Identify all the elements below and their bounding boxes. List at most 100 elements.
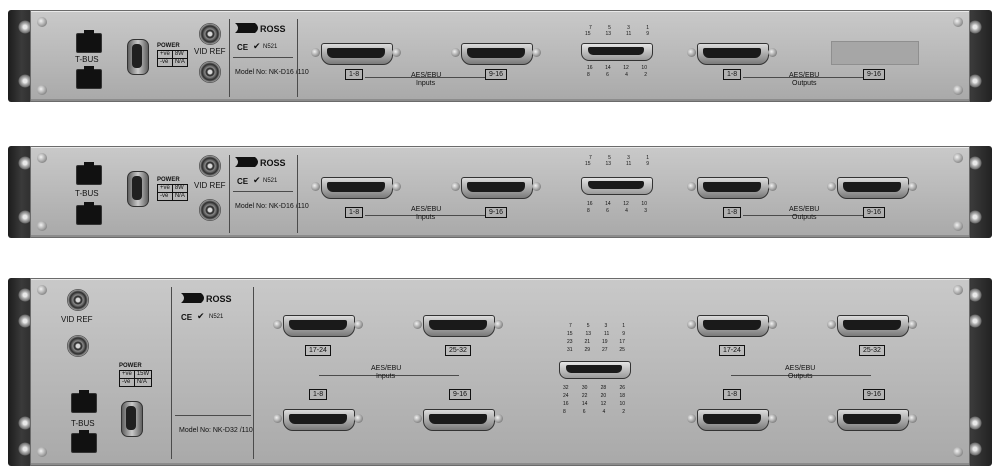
- mounting-hole: [968, 416, 982, 430]
- mounting-hole: [18, 288, 32, 302]
- ce-mark: CE: [237, 177, 249, 186]
- range-label: 1-8: [723, 207, 742, 218]
- pin-label: 4: [602, 409, 606, 415]
- vidref-bnc-top[interactable]: [199, 23, 221, 45]
- aes-output-1-8-connector[interactable]: [687, 43, 777, 65]
- tbus-label: T-BUS: [75, 189, 99, 198]
- check-icon: ✔: [197, 311, 205, 321]
- pin-label: 7: [589, 155, 592, 161]
- aes-output-1-8-connector[interactable]: [687, 177, 777, 199]
- power-watt: 15W: [133, 370, 153, 379]
- aes-inputs-title: AES/EBU: [371, 365, 402, 372]
- pin-label: 11: [626, 31, 632, 37]
- vidref-bnc-top[interactable]: [67, 289, 89, 311]
- aes-inputs-sub: Inputs: [376, 373, 396, 380]
- power-neg: -ve: [157, 192, 173, 201]
- panel-screw: [953, 447, 963, 457]
- vidref-bnc-bottom[interactable]: [67, 335, 89, 357]
- aes-output-17-24-connector[interactable]: [687, 315, 777, 337]
- pin-label: 17: [619, 339, 625, 345]
- pin-label: 20: [600, 393, 607, 399]
- pin-label: 10: [641, 201, 647, 207]
- tbus-port-top[interactable]: [71, 390, 97, 413]
- panel-screw: [37, 17, 47, 27]
- panel-screw: [953, 85, 963, 95]
- db9-serial-port[interactable]: [127, 171, 149, 207]
- mounting-hole: [18, 416, 32, 430]
- power-na: N/A: [171, 58, 188, 67]
- pin-label: 14: [605, 65, 611, 71]
- n521-mark: N521: [263, 178, 278, 184]
- pin-label: 8: [587, 208, 590, 214]
- power-na: N/A: [171, 192, 188, 201]
- pin-label: 23: [567, 339, 573, 345]
- range-label: 1-8: [309, 389, 328, 400]
- pin-label: 9: [646, 31, 649, 37]
- tbus-port-top[interactable]: [76, 30, 102, 53]
- aes-output-9-16-connector[interactable]: [827, 409, 917, 431]
- pin-label: 3: [644, 208, 647, 214]
- aes-inputs-title: AES/EBU: [411, 206, 442, 213]
- aes-input-17-24-connector[interactable]: [273, 315, 363, 337]
- power-watt: 8W: [171, 184, 188, 193]
- aes-input-1-8-connector[interactable]: [311, 43, 401, 65]
- pin-label: 15: [585, 161, 591, 167]
- divider: [297, 19, 298, 97]
- power-pos: +ve: [157, 184, 173, 193]
- aes-input-9-16-connector[interactable]: [413, 409, 503, 431]
- ce-mark: CE: [237, 43, 249, 52]
- blank-plate: [831, 41, 919, 65]
- pin-label: 9: [622, 331, 625, 337]
- tbus-port-bottom[interactable]: [76, 202, 102, 225]
- aes-input-1-8-connector[interactable]: [311, 177, 401, 199]
- range-label: 9-16: [485, 207, 508, 218]
- db9-serial-port[interactable]: [121, 401, 143, 437]
- range-label: 17-24: [305, 345, 331, 356]
- db9-serial-port[interactable]: [127, 39, 149, 75]
- pin-label: 32: [563, 385, 569, 391]
- pin-label: 16: [563, 401, 569, 407]
- vidref-bnc-bottom[interactable]: [199, 61, 221, 83]
- divider: [253, 287, 254, 459]
- aes-input-9-16-connector[interactable]: [451, 43, 541, 65]
- aes-input-25-32-connector[interactable]: [413, 315, 503, 337]
- pin-label: 15: [567, 331, 573, 337]
- aes-output-1-8-connector[interactable]: [687, 409, 777, 431]
- mounting-hole: [18, 156, 32, 170]
- vidref-bnc-bottom[interactable]: [199, 199, 221, 221]
- pin-label: 1: [646, 155, 649, 161]
- pin-label: 8: [587, 72, 590, 78]
- aes-input-1-8-connector[interactable]: [273, 409, 363, 431]
- tbus-port-bottom[interactable]: [76, 66, 102, 89]
- n521-mark: N521: [209, 314, 224, 320]
- mounting-hole: [968, 20, 982, 34]
- tbus-port-top[interactable]: [76, 162, 102, 185]
- pinout-connector: [581, 177, 653, 195]
- pin-label: 5: [586, 323, 590, 329]
- power-title: POWER: [119, 363, 142, 369]
- aes-input-9-16-connector[interactable]: [451, 177, 541, 199]
- check-icon: ✔: [253, 175, 261, 185]
- pin-label: 1: [622, 323, 625, 329]
- pin-label: 29: [584, 347, 591, 353]
- divider: [731, 375, 871, 376]
- pin-label: 2: [622, 409, 625, 415]
- aes-output-25-32-connector[interactable]: [827, 315, 917, 337]
- panel-screw: [37, 285, 47, 295]
- pin-label: 6: [582, 409, 586, 415]
- tbus-label: T-BUS: [71, 419, 95, 428]
- panel-screw: [37, 447, 47, 457]
- pin-label: 16: [587, 65, 593, 71]
- mounting-hole: [968, 288, 982, 302]
- vidref-bnc-top[interactable]: [199, 155, 221, 177]
- tbus-port-bottom[interactable]: [71, 430, 97, 453]
- mounting-hole: [968, 156, 982, 170]
- range-label: 17-24: [719, 345, 745, 356]
- panel-screw: [953, 17, 963, 27]
- aes-outputs-sub: Outputs: [792, 80, 817, 87]
- aes-output-9-16-connector[interactable]: [827, 177, 917, 199]
- range-label: 25-32: [859, 345, 885, 356]
- brand-text: ROSS: [260, 24, 286, 34]
